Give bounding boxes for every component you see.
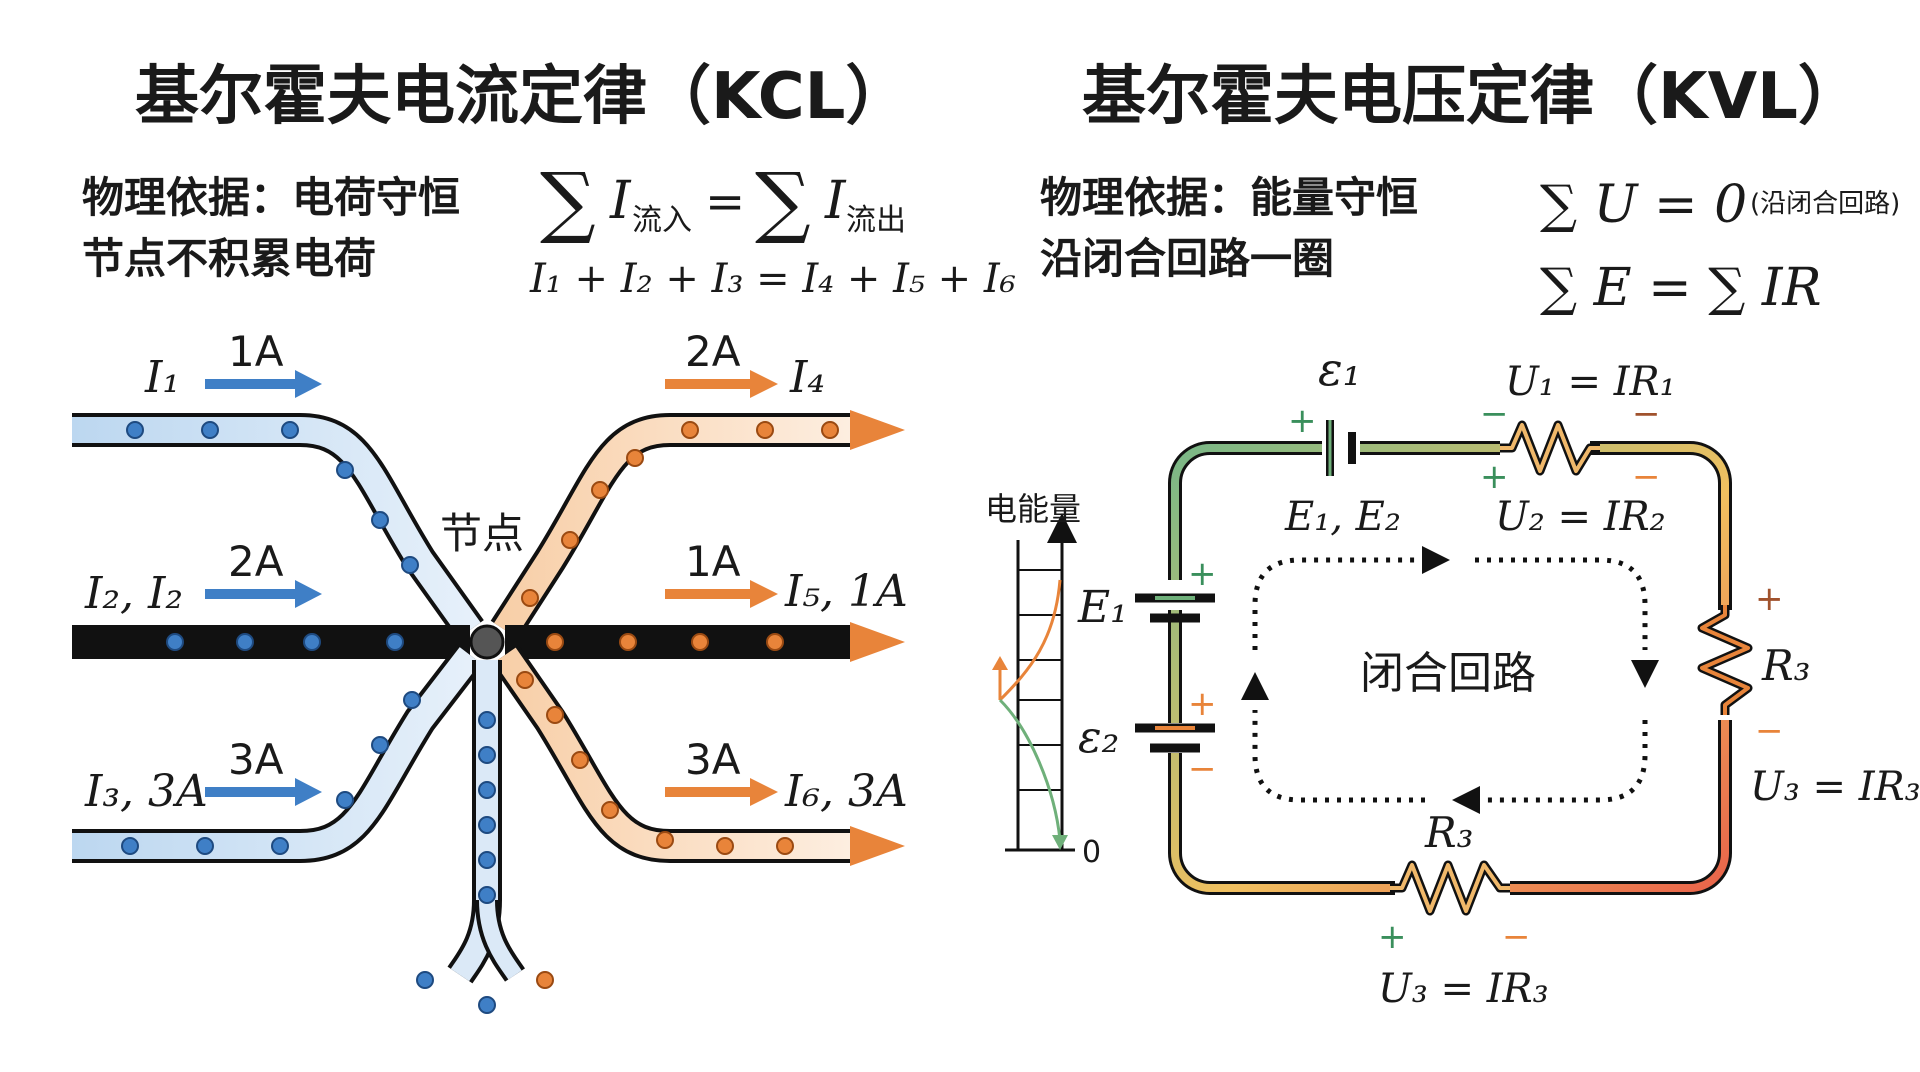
input-1-label: I₁: [144, 352, 180, 403]
output-6-label: I₆, 3A: [784, 766, 908, 817]
svg-text:−: −: [1480, 394, 1509, 434]
svg-text:−: −: [1502, 917, 1531, 957]
energy-axis-label: 电能量: [985, 490, 1081, 528]
polarity-signs: + − − + − + − + + − + −: [1188, 394, 1784, 957]
kcl-basis-line2: 节点不积累电荷: [82, 234, 376, 283]
formula-sub-out: 流出: [846, 203, 906, 238]
kcl-title: 基尔霍夫电流定律（KCL）: [135, 60, 909, 134]
charges-out: [516, 421, 839, 855]
svg-text:+: +: [1188, 684, 1217, 724]
loop-label: 闭合回路: [1360, 648, 1536, 699]
output-6-value: 3A: [685, 735, 741, 784]
input-2-label: I₂, I₂: [84, 568, 183, 619]
u3-right-label: U₃ = IR₃: [1750, 764, 1920, 810]
svg-text:−: −: [1632, 457, 1661, 497]
arrow-out-4-icon: [850, 410, 905, 450]
output-5-value: 1A: [685, 537, 741, 586]
input-1-value: 1A: [228, 327, 284, 376]
formula-eq: =: [705, 174, 745, 230]
svg-text:+: +: [1188, 554, 1217, 594]
svg-text:−: −: [1632, 394, 1661, 434]
kvl-circuit: [1135, 420, 1753, 916]
input-3-label: I₃, 3A: [84, 766, 208, 817]
kvl-formula1-note: (沿闭合回路): [1750, 189, 1900, 219]
kvl-basis-line1: 物理依据：能量守恒: [1040, 173, 1418, 222]
e2-left-label: ε₂: [1078, 712, 1119, 763]
input-3-value: 3A: [228, 735, 284, 784]
emf-e1e2-label: E₁, E₂: [1284, 494, 1401, 540]
output-5-label: I₅, 1A: [784, 566, 908, 617]
svg-text:+: +: [1480, 457, 1509, 497]
emf1-label: ε₁: [1318, 342, 1361, 396]
energy-axis-zero: 0: [1082, 835, 1101, 870]
u2-label: U₂ = IR₂: [1495, 494, 1666, 540]
formula-i-out: I: [824, 171, 847, 231]
kvl-basis-line2: 沿闭合回路一圈: [1040, 234, 1334, 283]
output-4-value: 2A: [685, 327, 741, 376]
energy-ladder: [992, 513, 1077, 852]
e1-left-label: E₁: [1077, 582, 1128, 633]
kcl-basis-line1: 物理依据：电荷守恒: [82, 173, 460, 222]
kvl-formula2: ∑ E = ∑ IR: [1540, 258, 1822, 318]
formula-sub-in: 流入: [632, 203, 692, 238]
input-2-value: 2A: [228, 537, 284, 586]
svg-text:+: +: [1378, 917, 1407, 957]
kvl-title: 基尔霍夫电压定律（KVL）: [1082, 60, 1862, 134]
output-4-label: I₄: [789, 352, 825, 403]
sum-symbol-in: ∑: [540, 157, 596, 247]
formula-i-in: I: [609, 171, 632, 231]
u3-bottom-label: U₃ = IR₃: [1378, 966, 1549, 1012]
charges-in: [121, 421, 554, 1014]
node-dot: [469, 624, 505, 660]
loop-direction: [1241, 546, 1659, 814]
svg-text:+: +: [1755, 579, 1784, 619]
kcl-pipes: [72, 413, 850, 984]
u1-label: U₁ = IR₁: [1505, 359, 1676, 405]
kvl-formula1: ∑ U = 0: [1540, 175, 1747, 235]
node-label: 节点: [440, 509, 524, 558]
sum-symbol-out: ∑: [755, 157, 811, 247]
r3-right-label: R₃: [1761, 641, 1810, 690]
kcl-formula-expanded: I₁ + I₂ + I₃ = I₄ + I₅ + I₆: [529, 256, 1016, 302]
kcl-formula: ∑ I 流入 = ∑ I 流出: [540, 157, 906, 247]
svg-text:−: −: [1188, 749, 1217, 789]
r3-bottom-label: R₃: [1424, 808, 1473, 857]
arrow-out-6-icon: [850, 826, 905, 866]
svg-text:+: +: [1288, 401, 1317, 441]
svg-text:−: −: [1755, 711, 1784, 751]
arrow-out-5-icon: [850, 622, 905, 662]
